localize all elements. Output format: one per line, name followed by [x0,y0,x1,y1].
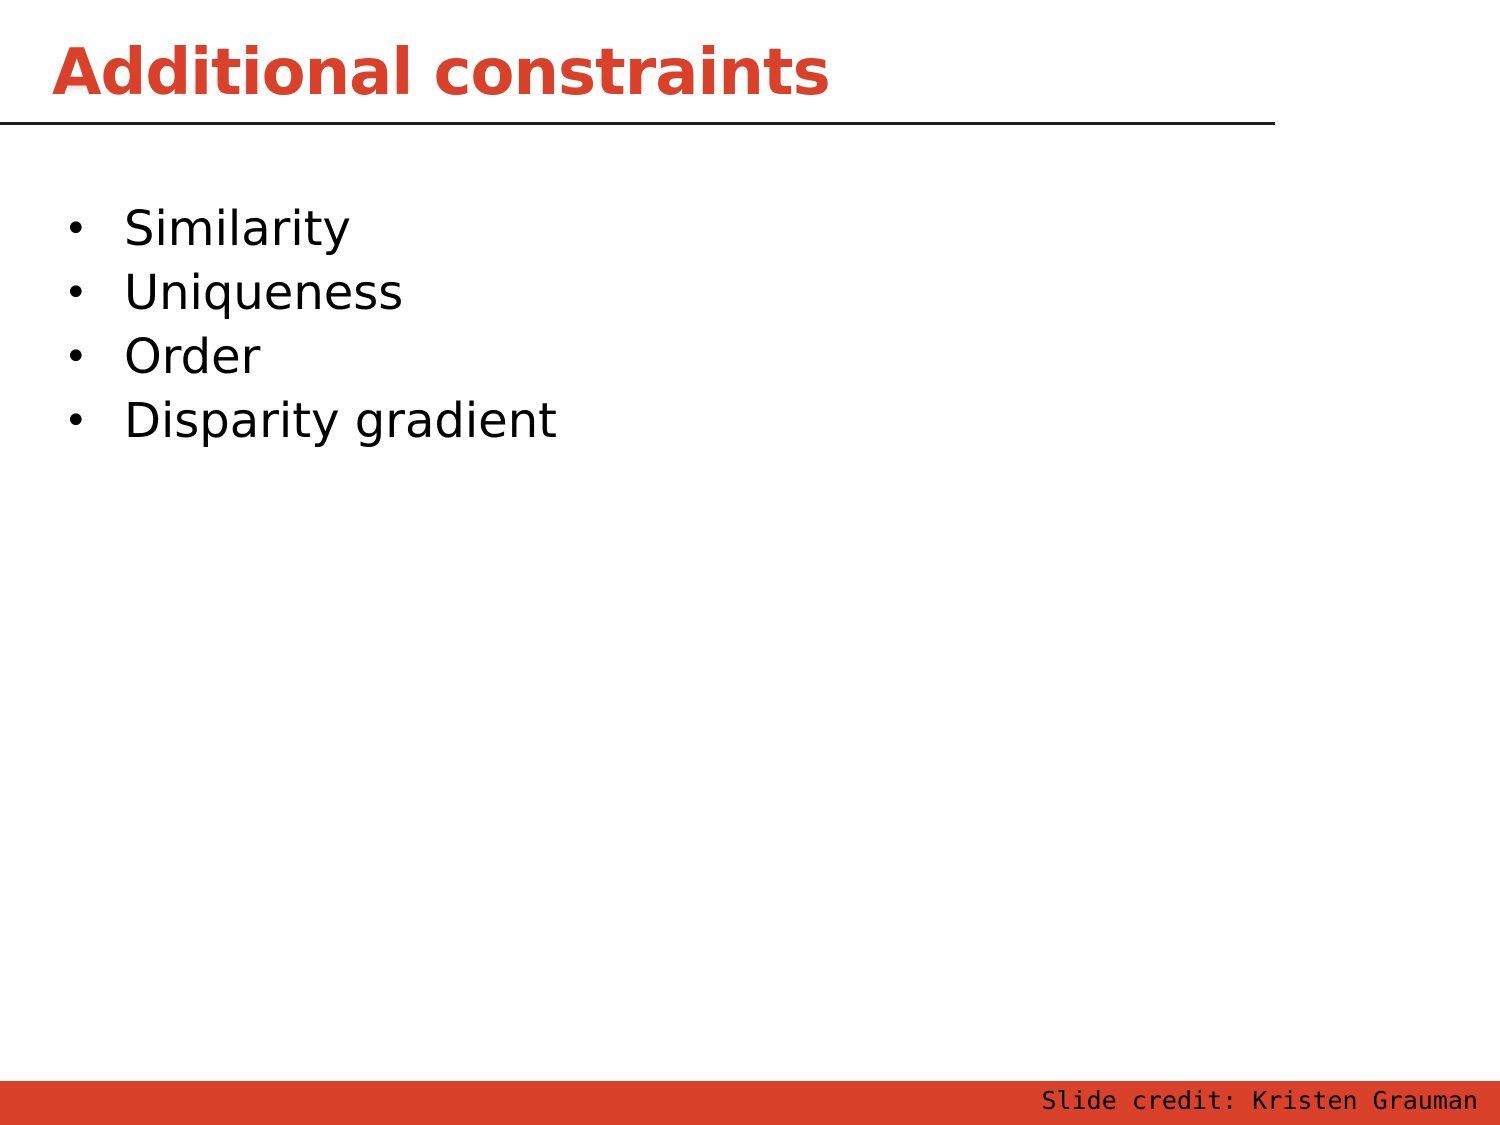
bullet-text: Disparity gradient [124,393,557,449]
slide-title: Additional constraints [52,36,831,110]
bullet-list: • Similarity • Uniqueness • Order • Disp… [64,180,557,470]
bullet-text: Order [124,329,261,385]
bullet-icon: • [64,206,88,252]
bullet-text: Uniqueness [124,265,404,321]
bullet-icon: • [64,398,88,444]
bullet-icon: • [64,334,88,380]
title-divider [0,122,1275,125]
slide-credit: Slide credit: Kristen Grauman [1041,1086,1479,1115]
bullet-icon: • [64,270,88,316]
bullet-item: • Similarity [64,180,557,278]
bullet-item: • Order [64,308,557,406]
bullet-text: Similarity [124,201,351,257]
bullet-item: • Uniqueness [64,244,557,342]
bullet-item: • Disparity gradient [64,372,557,470]
footer-bar [0,1081,1500,1125]
